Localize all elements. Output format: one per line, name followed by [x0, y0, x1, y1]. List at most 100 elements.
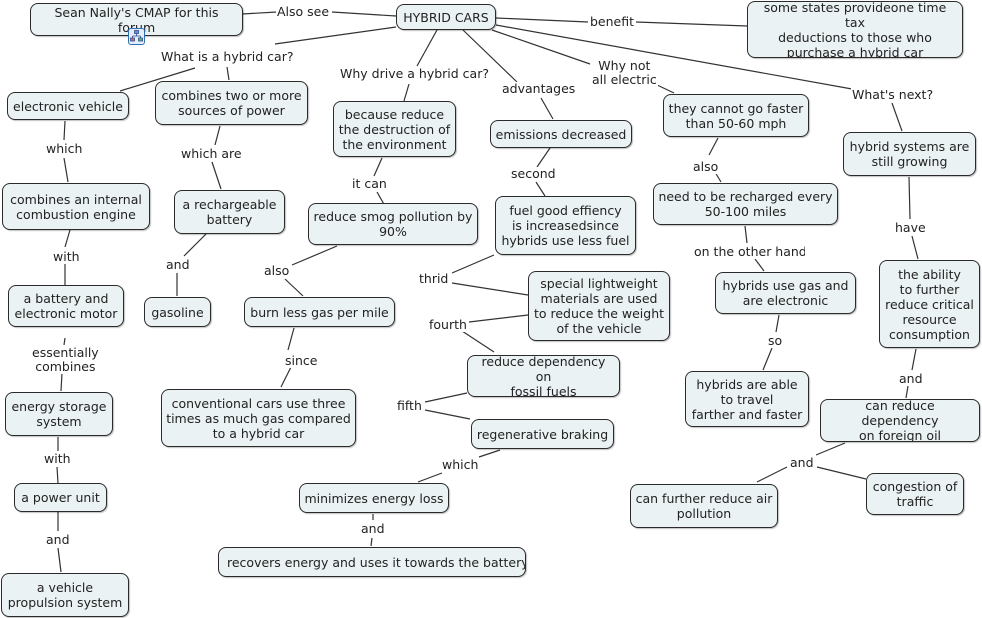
- concept-congestion-traffic[interactable]: congestion of traffic: [866, 473, 964, 515]
- concept-reduce-smog[interactable]: reduce smog pollution by 90%: [308, 203, 478, 245]
- link-label-fifth: fifth: [396, 398, 423, 413]
- connector: [331, 11, 397, 17]
- concept-foreign-oil[interactable]: can reduce dependency on foreign oil: [820, 399, 980, 442]
- link-label-thrid: thrid: [418, 271, 450, 286]
- connector: [911, 235, 919, 260]
- concept-regenerative-braking[interactable]: regenerative braking: [471, 419, 614, 449]
- concept-reduce-critical[interactable]: the ability to further reduce critical r…: [879, 260, 980, 348]
- link-label-fourth: fourth: [428, 317, 468, 332]
- concept-cannot-go-faster[interactable]: they cannot go faster than 50-60 mph: [663, 94, 809, 137]
- link-label-since: since: [284, 353, 319, 368]
- connector: [908, 176, 911, 220]
- link-label-which: which: [45, 141, 84, 156]
- link-label-which-are: which are: [180, 146, 243, 161]
- link-label-on-other-hand: on the other hand: [693, 245, 805, 259]
- link-label-advantages: advantages: [501, 81, 577, 96]
- connector: [495, 24, 853, 90]
- link-label-and-2: and: [898, 371, 924, 386]
- connector: [535, 181, 546, 197]
- link-label-so: so: [767, 333, 784, 348]
- connector: [635, 21, 748, 27]
- connector: [416, 29, 438, 67]
- concept-fossil-fuels[interactable]: reduce dependency on fossil fuels: [467, 355, 620, 397]
- link-label-which-2: which: [441, 457, 480, 472]
- link-label-and-3: and: [789, 455, 815, 470]
- concept-recovers-energy[interactable]: recovers energy and uses it towards the …: [218, 547, 526, 577]
- concept-lightweight-materials[interactable]: special lightweight materials are used t…: [528, 271, 670, 341]
- connector: [540, 97, 554, 120]
- concept-air-pollution[interactable]: can further reduce air pollution: [630, 484, 778, 528]
- link-label-what-is: What is a hybrid car?: [160, 49, 295, 64]
- concept-systems-growing[interactable]: hybrid systems are still growing: [843, 132, 976, 176]
- connector: [64, 229, 71, 248]
- link-label-why-not: Why not all electric: [591, 58, 658, 87]
- connector: [744, 225, 748, 244]
- link-label-essentially-combines: essentially combines: [31, 345, 100, 374]
- concept-emissions-decreased[interactable]: emissions decreased: [490, 120, 632, 148]
- link-label-also-see: Also see: [276, 4, 331, 19]
- connector: [287, 327, 295, 351]
- connector: [451, 282, 529, 296]
- connector: [654, 83, 675, 94]
- concept-tax-deductions[interactable]: some states provideone time tax deductio…: [747, 1, 963, 58]
- concept-electronic-vehicle[interactable]: electronic vehicle: [7, 92, 129, 120]
- concept-farther-faster[interactable]: hybrids are able to travel farther and f…: [685, 371, 809, 427]
- connector: [60, 372, 63, 392]
- concept-because-reduce[interactable]: because reduce the destruction of the en…: [333, 101, 456, 157]
- concept-burn-less-gas[interactable]: burn less gas per mile: [244, 297, 395, 327]
- connector: [495, 17, 589, 23]
- connector: [754, 258, 765, 272]
- connector: [891, 102, 903, 132]
- concept-gasoline[interactable]: gasoline: [144, 297, 211, 327]
- link-label-with-2: with: [43, 451, 72, 466]
- connector: [536, 147, 551, 168]
- connector: [63, 337, 66, 346]
- link-label-second: second: [510, 166, 557, 181]
- connector: [708, 137, 719, 156]
- connector: [775, 314, 780, 333]
- concept-fuel-efficiency[interactable]: fuel good effiency is increasedsince hyb…: [495, 196, 636, 255]
- concept-energy-storage[interactable]: energy storage system: [5, 392, 113, 436]
- connector: [56, 466, 59, 484]
- concept-combines-ice[interactable]: combines an internal combustion engine: [2, 183, 150, 230]
- connector: [424, 409, 471, 420]
- connector: [461, 330, 495, 353]
- concept-combines-two[interactable]: combines two or more sources of power: [155, 81, 308, 125]
- concept-recharged-every[interactable]: need to be recharged every 50-100 miles: [653, 183, 838, 225]
- concept-conventional-cars[interactable]: conventional cars use three times as muc…: [161, 389, 356, 447]
- connector: [211, 161, 222, 190]
- concept-power-unit[interactable]: a power unit: [14, 483, 107, 512]
- connector: [468, 314, 529, 323]
- connector: [905, 385, 909, 399]
- connector: [762, 347, 773, 371]
- concept-minimizes-energy-loss[interactable]: minimizes energy loss: [299, 483, 449, 513]
- concept-gas-and-electronic[interactable]: hybrids use gas and are electronic: [715, 272, 856, 314]
- connector: [183, 233, 207, 257]
- link-label-and-5: and: [360, 521, 386, 536]
- concept-rechargeable-battery[interactable]: a rechargeable battery: [174, 190, 285, 234]
- link-label-whats-next: What's next?: [851, 87, 935, 102]
- link-label-benefit: benefit: [589, 14, 636, 29]
- link-label-it-can: it can: [351, 176, 388, 191]
- connector: [403, 83, 410, 102]
- concept-hybrid-cars[interactable]: HYBRID CARS: [396, 4, 496, 30]
- connector: [214, 125, 221, 146]
- connector: [417, 472, 443, 483]
- concept-battery-motor[interactable]: a battery and electronic motor: [8, 285, 124, 327]
- connector: [119, 67, 196, 92]
- connector: [816, 466, 867, 480]
- link-label-and-4: and: [45, 532, 71, 547]
- connector: [424, 392, 468, 403]
- connector: [291, 245, 338, 266]
- connector: [373, 157, 383, 177]
- link-label-have: have: [894, 220, 927, 235]
- connector: [451, 254, 495, 274]
- concept-map-icon[interactable]: [128, 28, 145, 45]
- concept-vehicle-propulsion[interactable]: a vehicle propulsion system: [1, 573, 129, 617]
- link-label-and: and: [165, 257, 191, 272]
- link-label-also-2: also: [263, 263, 291, 278]
- connector: [911, 348, 917, 371]
- connector: [280, 366, 292, 388]
- connector: [241, 11, 278, 15]
